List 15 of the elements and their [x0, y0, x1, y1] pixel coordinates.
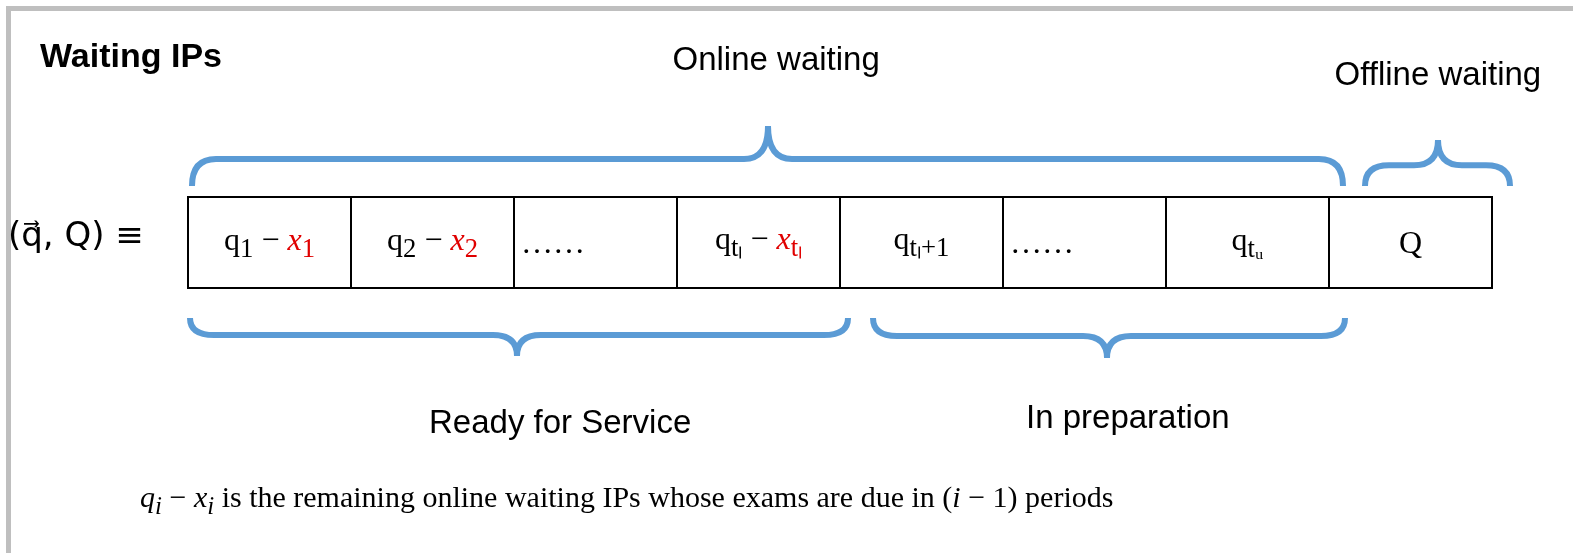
- table-cell: Q: [1329, 197, 1492, 288]
- group-label: In preparation: [1026, 398, 1230, 436]
- table-cell: q$_{tᵤ}$: [1166, 197, 1329, 288]
- table-cell: q$_{tₗ+1}$: [840, 197, 1003, 288]
- table-cell: ……: [1003, 197, 1166, 288]
- footnote: q$_{i}$ − x$_{i}$ is the remaining online waiting IPs whose exams are due in (i − 1) periods: [140, 480, 1114, 520]
- table-cell: q$_{1}$ − x$_{1}$: [188, 197, 351, 288]
- table-cell: ……: [514, 197, 677, 288]
- table-cell: q$_{2}$ − x$_{2}$: [351, 197, 514, 288]
- equation-label: (q⃗, Q) ≡: [8, 214, 144, 254]
- diagram-title: Waiting IPs: [40, 36, 222, 75]
- group-label: Online waiting: [672, 40, 880, 78]
- group-label: Ready for Service: [429, 403, 692, 441]
- table-cell: q$_{tₗ}$ − x$_{tₗ}$: [677, 197, 840, 288]
- group-label: Offline waiting: [1334, 55, 1542, 93]
